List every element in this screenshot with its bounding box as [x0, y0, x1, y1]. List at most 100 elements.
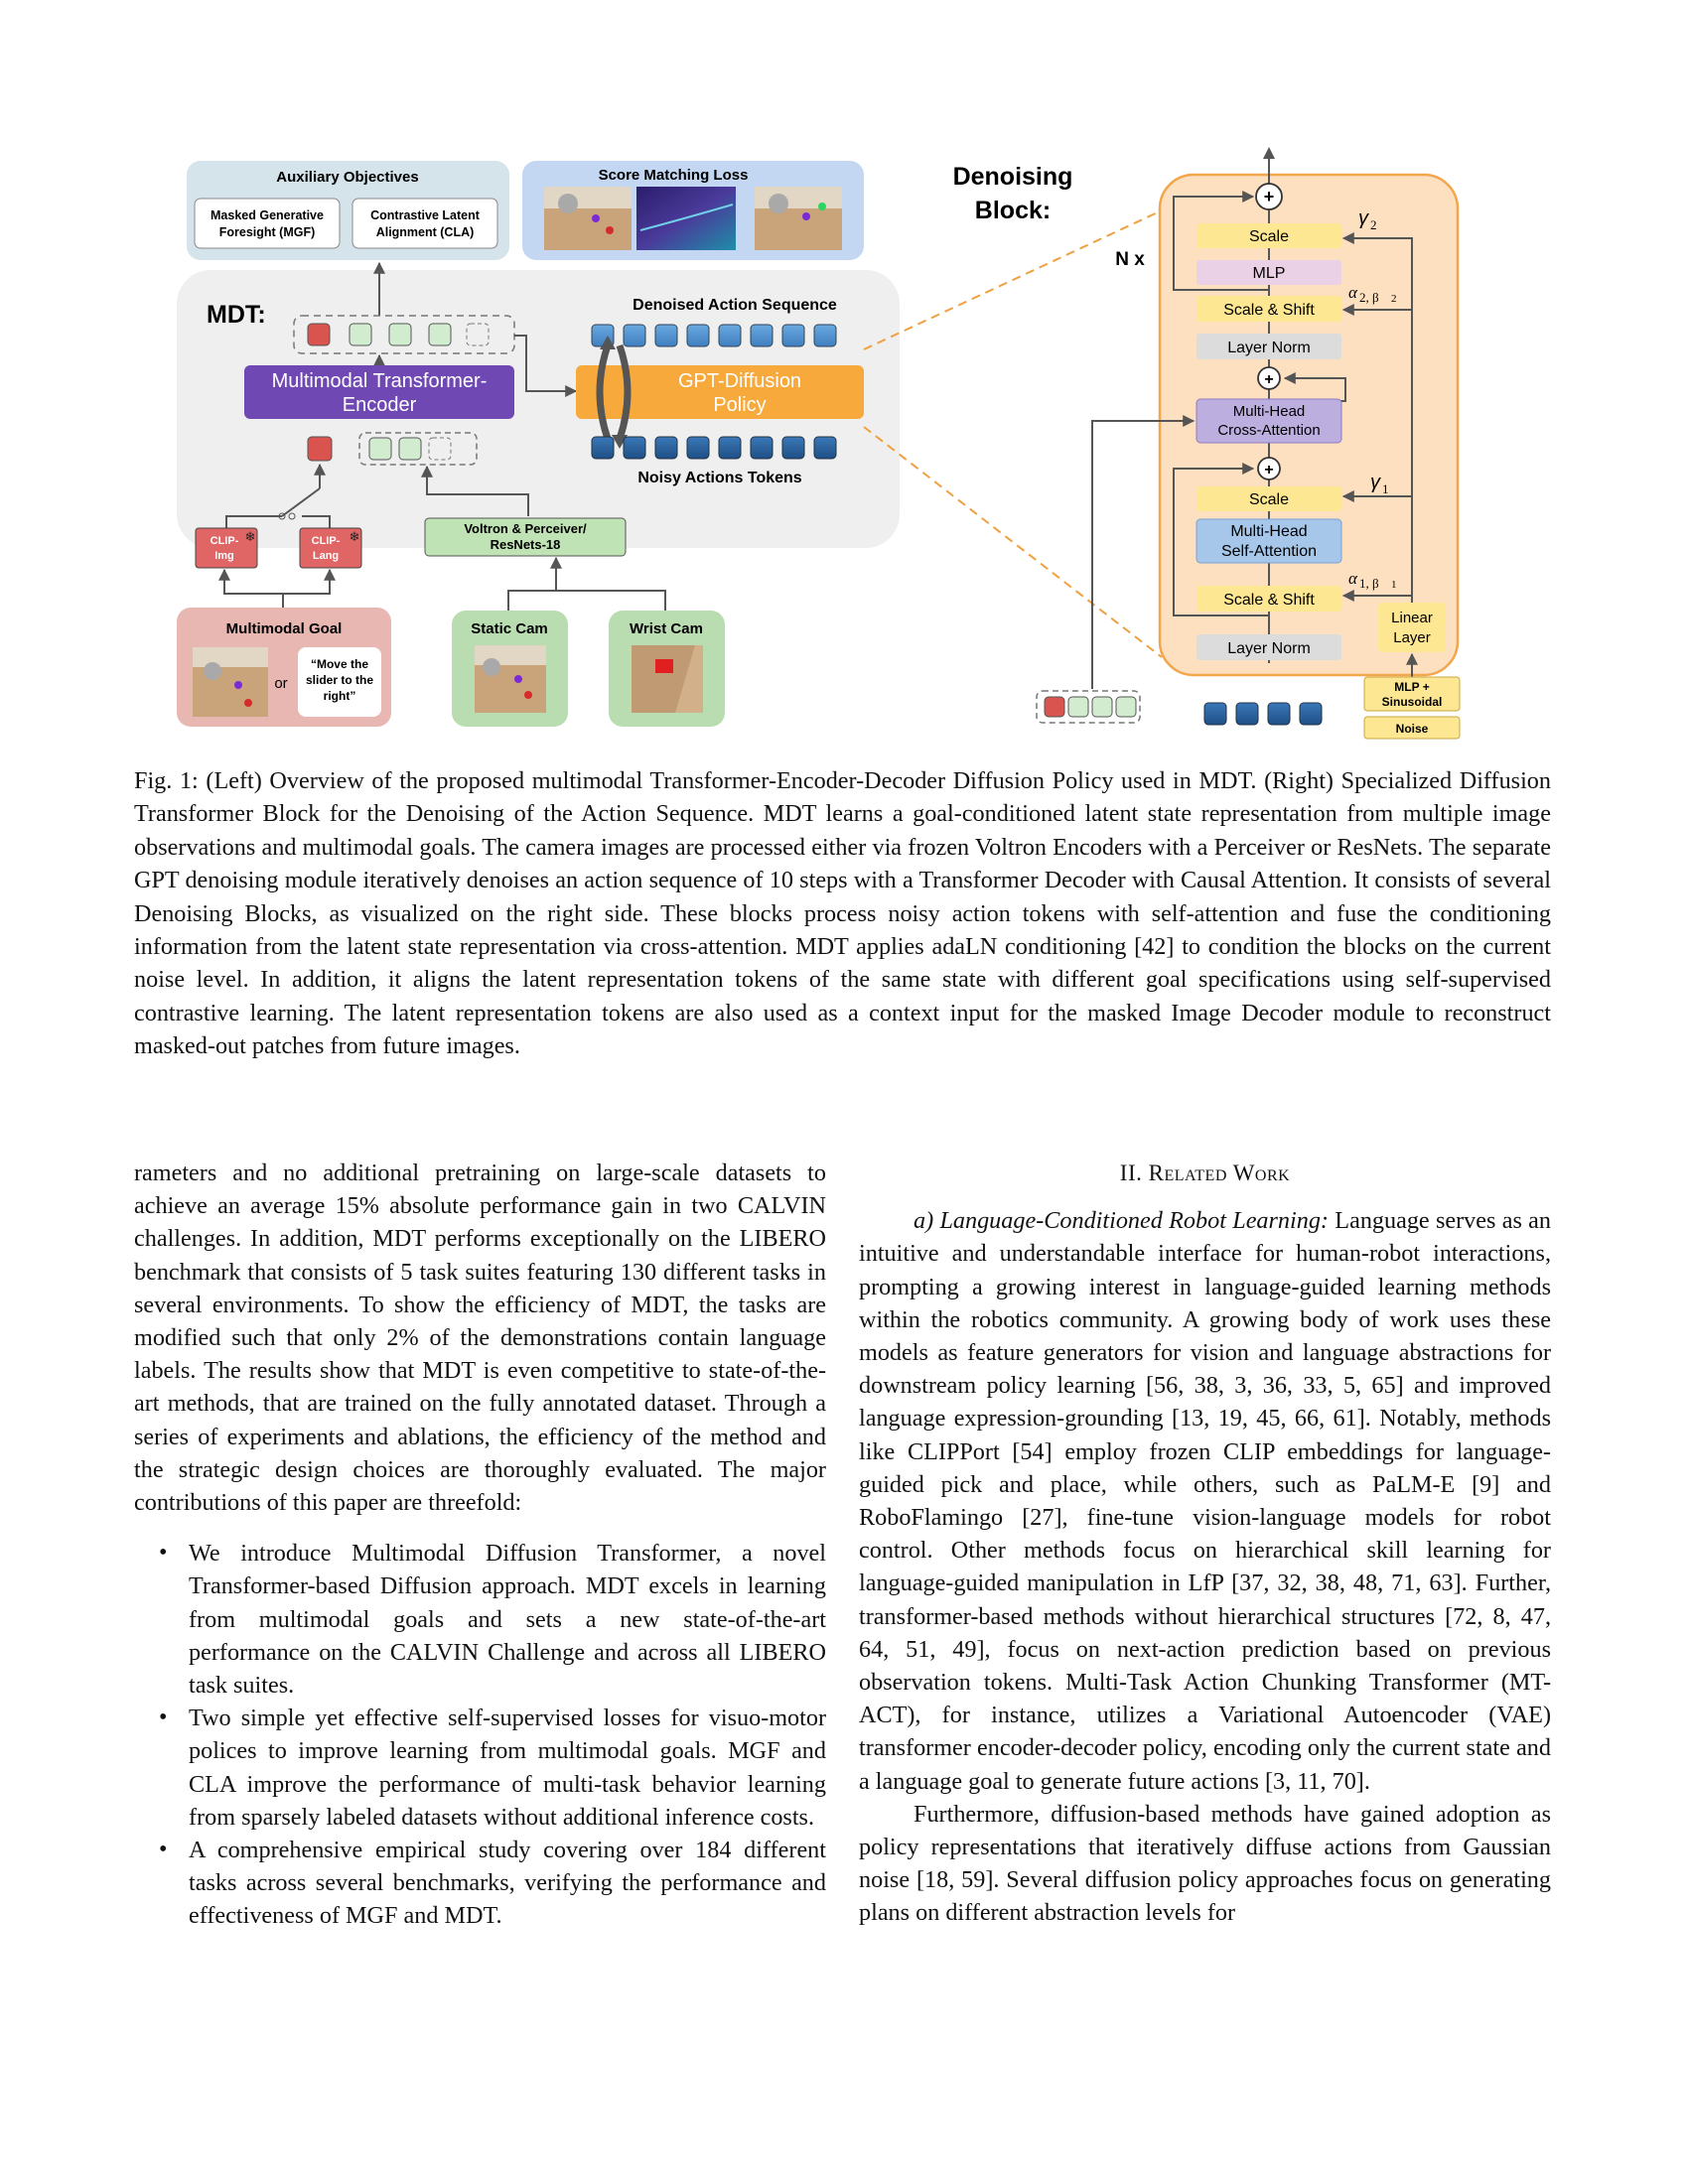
gpt-diffusion-policy [576, 365, 864, 419]
denoised-action-tokens [591, 324, 837, 347]
svg-text:Masked Generative: Masked Generative [211, 208, 324, 222]
alpha2-beta2: α [1348, 283, 1358, 302]
svg-text:MLP: MLP [1253, 265, 1286, 282]
self-attention [1196, 518, 1342, 564]
layer-norm-2 [1196, 334, 1341, 359]
linear-layer [1378, 603, 1446, 652]
figure-diagram: Auxiliary Objectives Masked Generative F… [177, 147, 1461, 740]
aux-title: Auxiliary Objectives [276, 169, 418, 186]
scene-thumbnail [755, 187, 842, 250]
svg-text:Layer Norm: Layer Norm [1227, 340, 1311, 356]
scale-2 [1196, 223, 1341, 248]
svg-text:Contrastive Latent: Contrastive Latent [370, 208, 481, 222]
svg-text:Encoder: Encoder [343, 394, 417, 416]
svg-text:slider to the: slider to the [306, 673, 373, 687]
svg-text:or: or [274, 675, 287, 692]
svg-text:Alignment (CLA): Alignment (CLA) [376, 225, 475, 239]
svg-text:1: 1 [1382, 481, 1389, 496]
cross-attention [1196, 398, 1342, 444]
noisy-action-tokens [591, 436, 837, 460]
alpha1-beta1: α [1348, 569, 1358, 588]
noisy-label: Noisy Actions Tokens [637, 470, 801, 486]
svg-text:Score Matching Loss: Score Matching Loss [599, 167, 749, 184]
svg-text:Multi-Head: Multi-Head [1233, 403, 1306, 420]
svg-text:Img: Img [214, 550, 234, 562]
figure-1: Auxiliary Objectives Masked Generative F… [0, 0, 1688, 754]
svg-text:CLIP-: CLIP- [211, 535, 239, 547]
svg-text:ResNets-18: ResNets-18 [491, 537, 561, 552]
layer-norm-1 [1196, 634, 1341, 660]
wrist-cam-image [632, 645, 703, 713]
list-item: Two simple yet effective self-supervised… [159, 1702, 826, 1834]
svg-text:Lang: Lang [313, 550, 339, 562]
list-item: A comprehensive empirical study covering… [159, 1834, 826, 1933]
svg-text:right”: right” [324, 689, 356, 703]
svg-text:Layer: Layer [1393, 629, 1431, 646]
denoised-label: Denoised Action Sequence [633, 297, 837, 314]
scale-shift-2 [1196, 296, 1341, 322]
scale-1 [1196, 486, 1341, 511]
svg-text:1: 1 [1391, 579, 1397, 591]
svg-text:Voltron & Perceiver/: Voltron & Perceiver/ [464, 521, 587, 536]
snowflake-icon: ❄ [350, 529, 360, 544]
paragraph: Furthermore, diffusion-based methods hav… [859, 1800, 1551, 1927]
svg-text:“Move the: “Move the [311, 657, 368, 671]
svg-text:Sinusoidal: Sinusoidal [1382, 695, 1443, 709]
voltron-encoder [424, 517, 627, 557]
svg-text:Scale: Scale [1249, 228, 1289, 245]
svg-text:Scale: Scale [1249, 491, 1289, 508]
paragraph: a) Language-Conditioned Robot Learning: … [859, 1207, 1552, 1795]
contributions-list: We introduce Multimodal Diffusion Transf… [134, 1537, 826, 1932]
svg-text:Multimodal Transformer-: Multimodal Transformer- [272, 370, 488, 392]
gamma1: γ [1370, 472, 1381, 493]
scene-thumbnail [544, 187, 632, 250]
figure-caption: Fig. 1: (Left) Overview of the proposed … [134, 767, 1551, 1060]
context-tokens [1036, 690, 1141, 724]
snowflake-icon: ❄ [245, 529, 256, 544]
svg-text:2, β: 2, β [1359, 290, 1379, 305]
svg-text:Layer Norm: Layer Norm [1227, 640, 1311, 657]
mdt-label: MDT: [207, 301, 266, 329]
svg-text:Block:: Block: [975, 197, 1051, 224]
svg-text:Foresight (MGF): Foresight (MGF) [219, 225, 316, 239]
svg-text:Policy: Policy [713, 394, 766, 416]
multimodal-encoder [244, 365, 514, 419]
left-column: rameters and no additional pretraining o… [134, 1157, 826, 1933]
svg-text:MLP +: MLP + [1394, 680, 1429, 694]
noise-box [1363, 716, 1461, 740]
residual-add: + [1257, 457, 1281, 480]
n-x-label: N x [1115, 249, 1145, 270]
mlp [1196, 260, 1341, 285]
score-matching-box: Score Matching Loss [522, 161, 864, 260]
input-action-tokens [1203, 702, 1323, 726]
svg-text:Multi-Head: Multi-Head [1230, 523, 1307, 540]
residual-add: + [1255, 183, 1283, 210]
clip-lang [299, 527, 362, 569]
svg-text:2: 2 [1370, 217, 1377, 232]
svg-text:CLIP-: CLIP- [312, 535, 341, 547]
residual-add: + [1257, 366, 1281, 390]
scale-shift-1 [1196, 586, 1341, 612]
aux-objectives-box: Auxiliary Objectives Masked Generative F… [187, 161, 509, 260]
goal-image [193, 647, 268, 717]
svg-text:+: + [1264, 462, 1273, 478]
svg-text:+: + [1264, 187, 1275, 206]
svg-text:Self-Attention: Self-Attention [1221, 543, 1317, 560]
section-heading: II. Related Work [1119, 1160, 1291, 1185]
svg-text:1, β: 1, β [1359, 576, 1379, 591]
svg-text:Cross-Attention: Cross-Attention [1217, 422, 1320, 439]
svg-text:Linear: Linear [1391, 610, 1433, 626]
paragraph: rameters and no additional pretraining o… [134, 1160, 826, 1517]
right-column: II. Related Work a) Language-Conditioned… [859, 1157, 1551, 1930]
svg-text:Scale & Shift: Scale & Shift [1223, 302, 1315, 319]
svg-text:GPT-Diffusion: GPT-Diffusion [678, 370, 801, 392]
svg-text:Noise: Noise [1396, 722, 1429, 736]
paragraph-heading: a) Language-Conditioned Robot Learning: [914, 1207, 1329, 1235]
svg-text:Multimodal Goal: Multimodal Goal [226, 620, 343, 637]
mlp-sinusoidal [1363, 676, 1461, 712]
static-cam-image [475, 645, 546, 713]
svg-text:+: + [1264, 371, 1273, 388]
svg-text:Static Cam: Static Cam [471, 620, 548, 637]
gamma2: γ [1358, 207, 1369, 229]
svg-text:Scale & Shift: Scale & Shift [1223, 592, 1315, 609]
